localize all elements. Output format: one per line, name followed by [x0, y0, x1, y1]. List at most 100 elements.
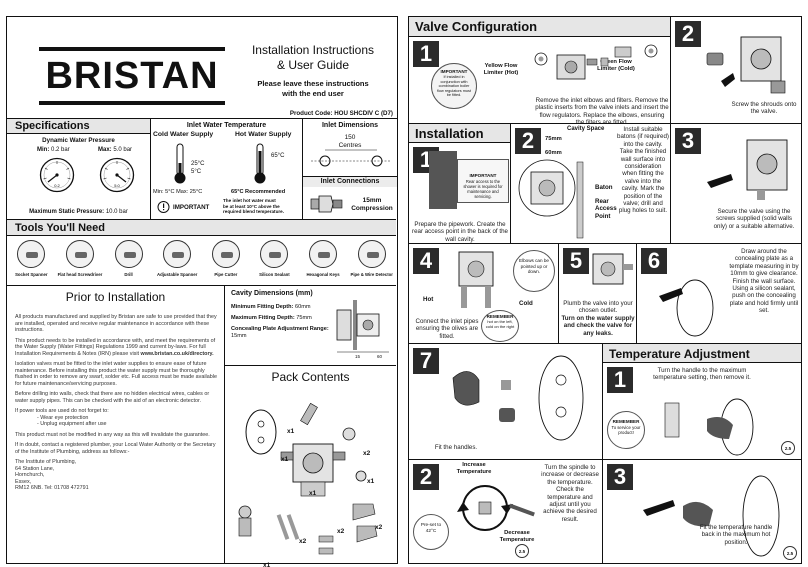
pack-qty-label: x1 [263, 562, 271, 567]
preset-circle [413, 514, 449, 550]
elbows-circle [513, 250, 555, 292]
inst-step3-number: 3 [675, 128, 701, 154]
inst-step4-number: 4 [413, 248, 439, 274]
pressure-gauge-left: 0.2 [39, 157, 75, 193]
important-text: The inlet hot water must be at least 10°… [223, 198, 301, 215]
cavity-title: Cavity Dimensions (mm) [231, 290, 313, 297]
cavity-max-label: Maximum Fitting Depth: [231, 315, 295, 321]
tools-box: Tools You'll Need Socket Spanner Flat hea… [7, 219, 396, 285]
inst-step4: 4 Elbows can be pointed up or down. Hot … [409, 243, 559, 343]
ta-step1-text: Turn the handle to the maximum temperatu… [653, 367, 751, 382]
important-text-3: required blend temperature. [223, 209, 285, 215]
cavity-min: Minimum Fitting Depth: 60mm [231, 304, 331, 311]
shroud-illustration [706, 36, 786, 94]
increase-label: Increase Temperature [456, 462, 492, 475]
remember-circle [481, 310, 519, 342]
valve-exploded-illustration [534, 44, 658, 80]
prior-p6: This product must not be modified in any… [15, 431, 210, 438]
cavity-max: Maximum Fitting Depth: 75mm [231, 315, 331, 322]
inst-important-label: IMPORTANT [469, 173, 497, 178]
title-line-1: Installation Instructions [251, 43, 375, 57]
prior-title: Prior to Installation [7, 286, 224, 308]
tools-title: Tools You'll Need [7, 220, 396, 236]
pack-qty-label: x2 [337, 528, 345, 535]
cold-minmax: Min: 5°C Max: 25°C [153, 189, 203, 195]
important-text-2: be at least 10°C above the [223, 203, 280, 209]
tool-label: Socket Spanner [15, 272, 48, 277]
elbows-note: Elbows can be pointed up or down. [519, 258, 549, 275]
refit-handle-illustration [643, 475, 780, 557]
valve-in-cavity-illustration [518, 159, 584, 239]
vc-step2-number: 2 [675, 21, 701, 47]
cavity-dim-a: 15 [355, 354, 361, 359]
hot-t: 65°C [271, 153, 285, 159]
inst-step2-number: 2 [515, 128, 541, 154]
tool-label: Pipe Cutter [214, 272, 238, 277]
cover-title: Installation Instructions & User Guide P… [233, 43, 393, 99]
max-pressure: Max: 5.0 bar [98, 147, 132, 154]
cavity-box: Cavity Dimensions (mm) Minimum Fitting D… [225, 285, 396, 365]
prior-p2a: This product needs to be installed in ac… [15, 337, 216, 357]
inlet-pipes-illustration [458, 251, 494, 308]
cold-thermometer-icon [174, 143, 186, 184]
connections-value-1: 15mm [362, 197, 382, 204]
vc-step1-text: Remove the inlet elbows and filters. Rem… [535, 97, 669, 127]
ta-step2-number: 2 [413, 464, 439, 490]
inlet-dimension-diagram [311, 149, 391, 167]
vc-step1: 1 IMPORTANT If installed in conjunction … [409, 37, 671, 126]
ta-step3: 3 Fit the temperature handle back in the… [603, 459, 801, 563]
prior-p3: Isolation valves must be fitted to the i… [15, 361, 217, 387]
ta-step3-number: 3 [607, 464, 633, 490]
right-page: Valve Configuration 1 IMPORTANT If insta… [408, 16, 802, 564]
handle-remove-illustration [664, 398, 754, 456]
ta-remember-text: To service your product! [611, 425, 641, 435]
address-5: RM12 6NB. Tel: 01708 472791 [15, 485, 89, 491]
cavity-min-value: 60mm [295, 304, 311, 310]
pack-contents-illustration [238, 402, 378, 555]
cavity-specs: Minimum Fitting Depth: 60mm Maximum Fitt… [231, 304, 331, 340]
step5-text-b: Turn on the water supply and check the v… [561, 314, 635, 337]
inst-step6-text: Draw around the concealing plate as a te… [729, 248, 799, 315]
inst-step6: 6 Draw around the concealing plate as a … [637, 243, 801, 343]
inst-step1: 1 IMPORTANT Rear access to the shower is… [409, 143, 511, 243]
inst-step3: 3 Secure the valve using the screws supp… [671, 123, 801, 243]
dim-75-label: 75mm [545, 136, 562, 142]
tool-label: Adjustable Spanner [157, 272, 198, 277]
tool-icon [65, 240, 94, 268]
min-value: 0.2 bar [51, 147, 70, 153]
directory-link[interactable]: www.bristan.co.uk/directory. [140, 350, 214, 357]
remember-label: REMEMBER [486, 314, 514, 319]
remember-text: hot on the left, cold on the right [485, 319, 515, 329]
logo-line-bottom [39, 101, 225, 105]
cavity-plate-value: 15mm [231, 333, 247, 339]
concealing-plate-illustration [659, 279, 714, 337]
max-label: Max: [98, 147, 112, 153]
dims-value: 150 [344, 134, 356, 141]
ta-step1: 1 Turn the handle to the maximum tempera… [603, 363, 801, 459]
inst-step4-text: Connect the inlet pipes ensuring the oli… [415, 318, 479, 340]
inlet-connections-title: Inlet Connections [320, 178, 380, 185]
spindle-illustration [457, 485, 535, 531]
dim-60-label: 60mm [545, 150, 562, 156]
rear-access-label: Rear Access Point [595, 198, 617, 220]
hex-key-badge: 2.5 [781, 441, 795, 455]
connections-value: 15mm Compression [347, 197, 397, 213]
inlet-dims-box: Inlet Dimensions 150 Centres Inlet Conne… [303, 118, 397, 219]
inlet-dims-title: Inlet Dimensions [321, 122, 378, 129]
wall-cavity [429, 151, 457, 209]
subtitle-line-1: Please leave these instructions [257, 79, 369, 88]
tool-icon [163, 240, 192, 268]
left-page: BRISTAN Installation Instructions & User… [6, 16, 398, 567]
remember-service-circle [607, 411, 645, 449]
tool-icon [260, 240, 289, 268]
inst-step7: 7 Fit the handles. [409, 343, 603, 459]
hot-label: Hot [423, 296, 434, 303]
cavity-plate-label: Concealing Plate Adjustment Range: [231, 326, 329, 332]
ta-step2-text: Turn the spindle to increase or decrease… [541, 464, 599, 523]
subtitle-line-2: with the end user [282, 89, 344, 98]
cavity-plate: Concealing Plate Adjustment Range: 15mm [231, 326, 331, 340]
installation-title: Installation [409, 123, 511, 143]
tool-icon [357, 240, 386, 268]
tool-label: Silicon Sealant [259, 272, 290, 277]
tool-label: Flat head Screwdriver [57, 272, 103, 277]
